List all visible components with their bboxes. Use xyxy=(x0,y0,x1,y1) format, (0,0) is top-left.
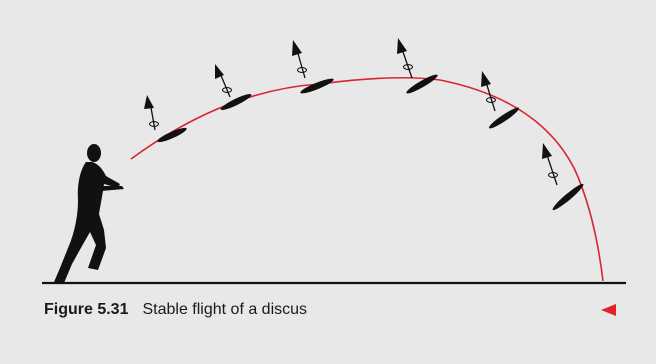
figure-label: Figure 5.31 xyxy=(44,301,129,318)
spin-axis-arrow-icon xyxy=(296,49,306,79)
discus-3 xyxy=(292,40,334,94)
spin-axis-arrow-icon xyxy=(485,81,496,112)
discus-icon xyxy=(157,127,187,143)
trajectory-curve xyxy=(130,76,604,282)
back-triangle-icon[interactable] xyxy=(601,304,616,316)
spin-axis-arrow-icon xyxy=(219,72,231,98)
figure-caption: Figure 5.31 Stable flight of a discus xyxy=(44,301,307,319)
discus-icon xyxy=(488,107,520,129)
discus-4 xyxy=(397,38,438,94)
discus-icon xyxy=(220,94,252,110)
figure-caption-text: Stable flight of a discus xyxy=(142,301,308,318)
discus-6 xyxy=(542,143,584,211)
discus-5 xyxy=(481,71,520,129)
spin-axis-arrow-icon xyxy=(401,48,413,79)
discus-icon xyxy=(300,78,334,94)
discus-icon xyxy=(406,74,438,94)
athlete-silhouette-icon xyxy=(54,144,124,283)
discus-2 xyxy=(215,64,252,110)
spin-axis-arrow-icon xyxy=(546,154,558,186)
discus-1 xyxy=(144,95,187,143)
discus-icon xyxy=(552,183,584,211)
